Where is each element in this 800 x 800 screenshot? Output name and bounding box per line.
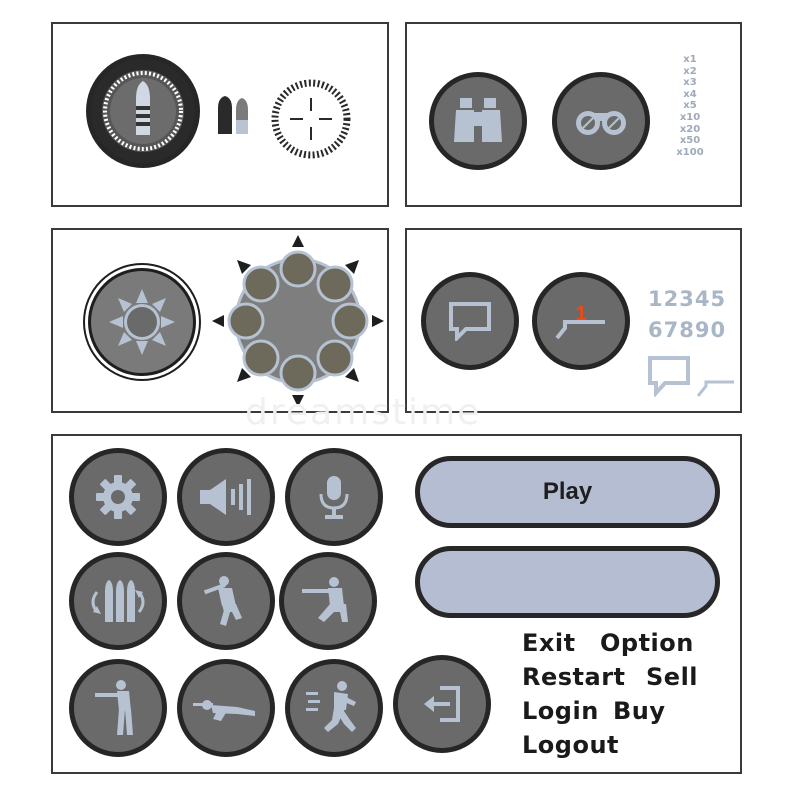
reload-icon <box>91 580 145 622</box>
zoom-level[interactable]: x2 <box>683 65 697 77</box>
menu-logout[interactable]: Logout <box>522 731 620 759</box>
chat-button[interactable] <box>422 273 518 369</box>
menu-restart[interactable]: Restart <box>522 663 626 691</box>
menu-login[interactable]: Login <box>522 697 599 725</box>
prone-button[interactable] <box>178 660 274 756</box>
zoom-level[interactable]: x20 <box>679 123 701 135</box>
speaker-icon <box>200 479 251 515</box>
menu-sell[interactable]: Sell <box>646 663 699 691</box>
sun-icon <box>109 289 175 355</box>
bullet-button[interactable] <box>87 55 199 167</box>
watermark: dreamstime <box>245 392 482 433</box>
zoom-level[interactable]: x3 <box>683 77 697 89</box>
soldier-kneel-aim-icon <box>302 577 348 622</box>
chat-icon <box>449 302 491 341</box>
run-button[interactable] <box>286 660 382 756</box>
zoom-level[interactable]: x50 <box>679 135 701 147</box>
cylinder-selector[interactable] <box>210 233 386 409</box>
digits-row-1: 12345 <box>648 287 727 311</box>
exit-game-button[interactable] <box>394 656 490 752</box>
menu-buy[interactable]: Buy <box>613 697 666 725</box>
play-button[interactable]: Play <box>415 456 720 528</box>
soldier-stand-aim-icon <box>95 680 133 735</box>
microphone-icon <box>319 476 349 519</box>
zoom-level[interactable]: x100 <box>676 146 704 158</box>
soldier-prone-icon <box>193 700 255 721</box>
bullet-icon <box>102 70 184 152</box>
binoculars-button[interactable] <box>430 73 526 169</box>
blank-menu-button[interactable] <box>415 546 720 618</box>
zoom-level[interactable]: x4 <box>683 88 697 100</box>
zoom-level-list: x1 x2 x3 x4 x5 x10 x20 x50 x100 <box>672 54 708 158</box>
play-button-label: Play <box>542 478 593 505</box>
sun-button[interactable] <box>88 268 196 376</box>
reply-small-icon <box>696 380 734 397</box>
digits-row-2: 67890 <box>648 318 727 342</box>
menu-option[interactable]: Option <box>600 629 694 657</box>
crouch-button[interactable] <box>178 553 274 649</box>
zoom-level[interactable]: x5 <box>683 100 697 112</box>
badge-number: 1 <box>575 303 586 325</box>
binoculars-icon <box>454 98 502 142</box>
reload-button[interactable] <box>70 553 166 649</box>
settings-button[interactable] <box>70 449 166 545</box>
soldier-crouch-icon <box>203 576 242 626</box>
soldier-run-icon <box>306 681 356 732</box>
ammo-icon <box>218 96 248 134</box>
menu-exit[interactable]: Exit <box>522 629 576 657</box>
sound-button[interactable] <box>178 449 274 545</box>
zoom-level[interactable]: x10 <box>679 111 701 123</box>
kneel-aim-button[interactable] <box>280 553 376 649</box>
stand-aim-button[interactable] <box>70 660 166 756</box>
exit-door-icon <box>424 686 460 722</box>
chat-small-icon <box>648 356 690 397</box>
scope-button[interactable] <box>553 73 649 169</box>
microphone-button[interactable] <box>286 449 382 545</box>
scope-icon <box>576 111 626 135</box>
zoom-level[interactable]: x1 <box>683 54 697 65</box>
message-badge-button[interactable]: 1 <box>533 273 629 369</box>
gear-icon <box>96 475 140 519</box>
message-badge-icon: 1 <box>555 303 605 340</box>
crosshair-icon[interactable] <box>270 78 352 160</box>
